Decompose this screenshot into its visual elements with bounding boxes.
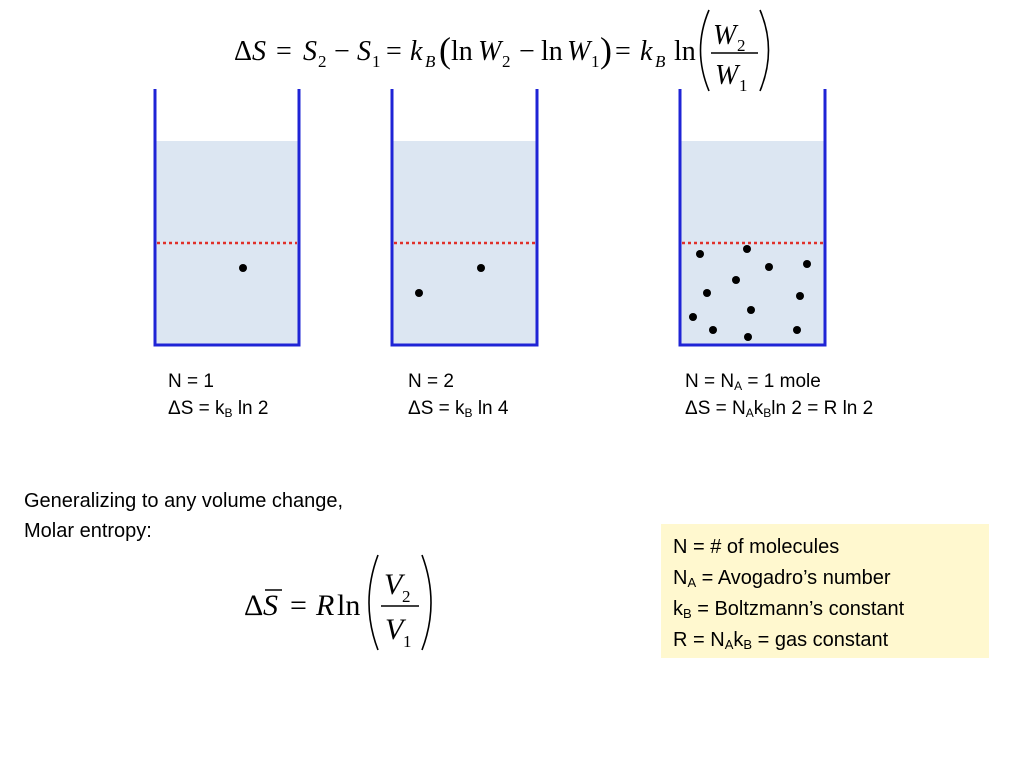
generalizing-text: Generalizing to any volume change, Molar…: [24, 486, 343, 546]
legend-line-kb: kB = Boltzmann’s constant: [673, 598, 905, 621]
molar-equals: =: [290, 589, 307, 622]
liquid-fill: [393, 141, 536, 345]
eq-lparen-1: (: [439, 30, 451, 70]
entropy-equation: Δ S = S 2 − S 1 = k B ( ln W 2 − ln W 1 …: [234, 9, 770, 95]
generalizing-line-2: Molar entropy:: [24, 520, 152, 542]
eq-S1: S: [357, 36, 371, 67]
molar-entropy-equation: Δ S = R ln V 2 V 1: [244, 554, 432, 651]
eq-k2: k: [640, 36, 653, 67]
molecule-dot: [744, 333, 752, 341]
caption-delta-s: ΔS = NAkBln 2 = R ln 2: [685, 398, 874, 420]
molar-S: S: [263, 589, 278, 622]
liquid-fill: [156, 141, 298, 345]
caption-container-1: N = 1 ΔS = kB ln 2: [168, 368, 268, 422]
eq-frac-W2-sub: 2: [737, 36, 746, 55]
eq-equals-1: =: [276, 36, 292, 67]
molecule-dot: [689, 313, 697, 321]
eq-S1-sub: 1: [372, 52, 381, 71]
caption-n: N = 2: [408, 371, 454, 392]
eq-equals-3: =: [615, 36, 631, 67]
molar-V1: V: [385, 613, 407, 646]
legend-line-n: N = # of molecules: [673, 536, 840, 558]
container-wall: [390, 89, 539, 347]
molecule-dot: [796, 292, 804, 300]
molecule-dot: [477, 264, 485, 272]
container-3: [678, 89, 827, 347]
container-wall: [678, 89, 827, 347]
legend-line-r: R = NAkB = gas constant: [673, 629, 889, 652]
molar-V2-sub: 2: [402, 587, 411, 606]
molar-rparen: [421, 554, 432, 651]
eq-S2-sub: 2: [318, 52, 327, 71]
container-1: [153, 89, 301, 347]
eq-k1: k: [410, 36, 423, 67]
eq-big-lparen: [699, 9, 710, 92]
generalizing-line-1: Generalizing to any volume change,: [24, 490, 344, 512]
molar-delta: Δ: [244, 589, 263, 622]
eq-S: S: [252, 36, 266, 67]
eq-k2-sub: B: [655, 52, 666, 71]
molecule-dot: [803, 260, 811, 268]
molar-lparen: [368, 554, 379, 651]
eq-frac-W1: W: [715, 60, 741, 91]
eq-W1-sub: 1: [591, 52, 600, 71]
container-wall: [153, 89, 301, 347]
eq-W2: W: [478, 36, 504, 67]
molecule-dot: [747, 306, 755, 314]
molecule-dot: [765, 263, 773, 271]
molecule-dot: [239, 264, 247, 272]
eq-minus-1: −: [334, 36, 350, 67]
caption-n: N = NA = 1 mole: [685, 371, 821, 393]
molecule-dot: [732, 276, 740, 284]
eq-W2-sub: 2: [502, 52, 511, 71]
eq-rparen-1: ): [600, 30, 612, 70]
molecule-dot: [793, 326, 801, 334]
eq-minus-2: −: [519, 36, 535, 67]
molecule-dot: [703, 289, 711, 297]
molecule-dot: [415, 289, 423, 297]
molar-ln: ln: [337, 589, 360, 622]
eq-big-rparen: [759, 9, 770, 92]
eq-frac-W2: W: [713, 20, 739, 51]
definitions-legend: N = # of molecules NA = Avogadro’s numbe…: [661, 524, 989, 658]
molar-V1-sub: 1: [403, 632, 412, 651]
caption-container-2: N = 2 ΔS = kB ln 4: [408, 368, 508, 422]
eq-ln-3: ln: [674, 36, 696, 67]
caption-delta-s: ΔS = kB ln 4: [408, 398, 509, 420]
eq-delta: Δ: [234, 36, 252, 67]
molar-V2: V: [384, 568, 406, 601]
caption-delta-s: ΔS = kB ln 2: [168, 398, 269, 420]
eq-k1-sub: B: [425, 52, 436, 71]
containers-diagram: [153, 89, 827, 347]
eq-equals-2: =: [386, 36, 402, 67]
container-2: [390, 89, 539, 347]
molecule-dot: [696, 250, 704, 258]
legend-line-na: NA = Avogadro’s number: [673, 567, 891, 590]
eq-W1: W: [567, 36, 593, 67]
eq-ln-1: ln: [451, 36, 473, 67]
molecule-dot: [709, 326, 717, 334]
caption-container-3: N = NA = 1 mole ΔS = NAkBln 2 = R ln 2: [685, 368, 873, 422]
eq-frac-W1-sub: 1: [739, 76, 748, 95]
molecule-dot: [743, 245, 751, 253]
caption-n: N = 1: [168, 371, 214, 392]
eq-S2: S: [303, 36, 317, 67]
eq-ln-2: ln: [541, 36, 563, 67]
molar-R: R: [315, 589, 334, 622]
